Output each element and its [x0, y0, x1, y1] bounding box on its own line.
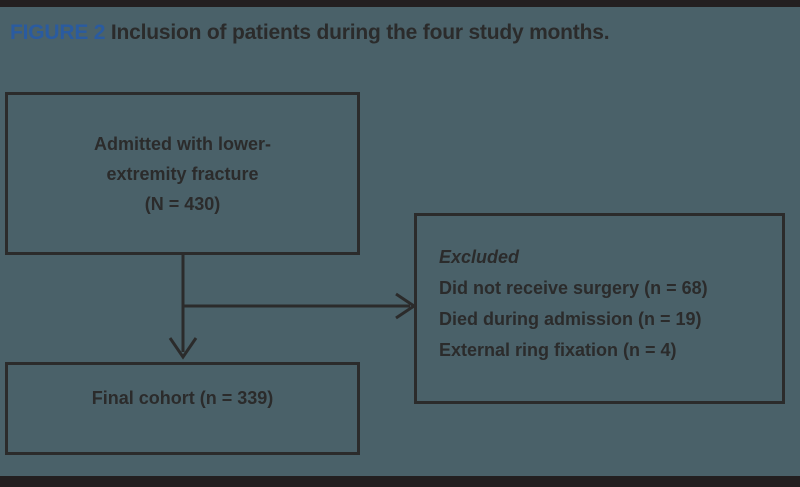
figure-title-text: Inclusion of patients during the four st… [110, 21, 610, 44]
admitted-line-2: extremity fracture [106, 163, 259, 184]
excluded-item-ring-fixation: External ring fixation (n = 4) [439, 340, 677, 360]
final-cohort-count: Final cohort (n = 339) [91, 388, 274, 408]
top-edge-bar [0, 0, 800, 7]
arrowhead-down-final [168, 337, 198, 360]
excluded-heading: Excluded [439, 247, 520, 267]
excluded-item-no-surgery: Did not receive surgery (n = 68) [439, 278, 708, 298]
arrowhead-right-excluded [395, 292, 417, 320]
figure-number-label: FIGURE 2 [10, 21, 106, 44]
excluded-item-died: Died during admission (n = 19) [439, 309, 702, 329]
node-final-cohort: Final cohort (n = 339) [5, 362, 360, 455]
node-admitted-with-fracture: Admitted with lower- extremity fracture … [5, 92, 360, 255]
admitted-count: (N = 430) [144, 193, 221, 214]
node-excluded: Excluded Did not receive surgery (n = 68… [414, 213, 785, 404]
admitted-line-1: Admitted with lower- [94, 133, 271, 154]
bottom-edge-bar [0, 476, 800, 487]
figure-caption: FIGURE 2 Inclusion of patients during th… [10, 20, 790, 46]
